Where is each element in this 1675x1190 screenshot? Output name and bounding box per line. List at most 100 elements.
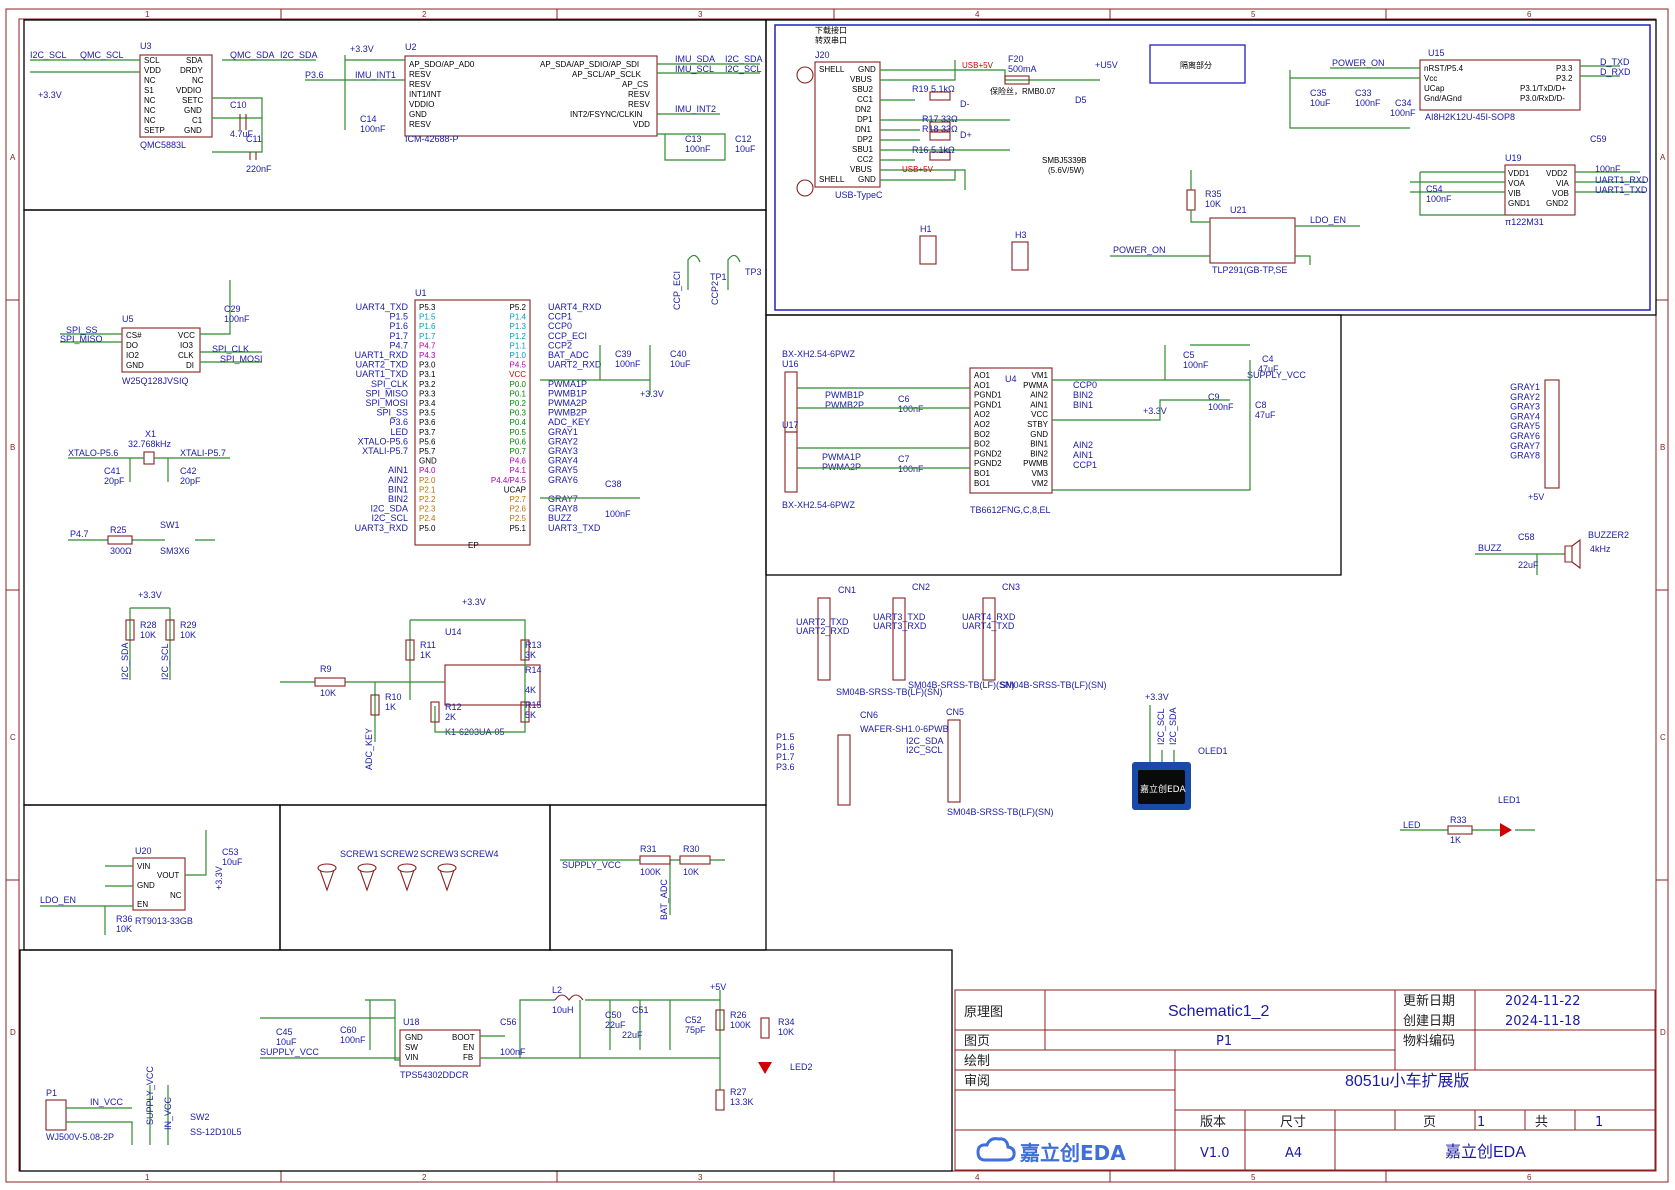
- u1-net-left: BIN1: [388, 484, 408, 494]
- u5v-label: +U5V: [1095, 60, 1118, 70]
- r18-label: R18 33Ω: [922, 124, 958, 134]
- x1-net-a: XTALO-P5.6: [68, 448, 118, 458]
- cn1-ref: CN1: [838, 585, 856, 595]
- u1-net-left: I2C_SCL: [371, 513, 408, 523]
- c12-val: 10uF: [735, 144, 756, 154]
- u18-supply-5v: +5V: [710, 982, 726, 992]
- grid-row-d-left: D: [10, 1028, 16, 1037]
- c11-ref: C11: [246, 134, 262, 144]
- r29-val: 10K: [180, 630, 196, 640]
- grid-col-4-top: 4: [975, 10, 980, 19]
- cn6-net-1: P1.5: [776, 732, 795, 742]
- u15-pin-l3: UCap: [1424, 84, 1445, 93]
- r17-label: R17 33Ω: [922, 114, 958, 124]
- u1-pin-right: UCAP: [504, 485, 526, 494]
- f20-val: 500mA: [1008, 64, 1037, 74]
- led1-ref: LED1: [1498, 795, 1521, 805]
- r30-ref: R30: [683, 844, 700, 854]
- c41-val: 20pF: [104, 476, 125, 486]
- sw2-part: SS-12D10L5: [190, 1127, 242, 1137]
- u1-net-left: UART4_TXD: [356, 302, 409, 312]
- u1-pin-right: P0.0: [510, 380, 527, 389]
- u1-pin-left: P2.4: [419, 514, 436, 523]
- cn6-net-2: P1.6: [776, 742, 795, 752]
- u15-pin-r3: P3.1/TxD/D+: [1520, 84, 1566, 93]
- u2-pin-r6: INT2/FSYNC/CLKIN: [570, 110, 643, 119]
- u1-pin-left: GND: [419, 457, 437, 466]
- u1-net-right: CCP0: [548, 321, 572, 331]
- u2-net-imu-int2: IMU_INT2: [675, 104, 716, 114]
- u3-part: QMC5883L: [140, 140, 186, 150]
- c52-ref: C52: [685, 1015, 702, 1025]
- grid-row-a-right: A: [1660, 153, 1666, 162]
- u1-pin-left: P5.3: [419, 303, 436, 312]
- u3-qmc5883l: U3 QMC5883L SCL VDD NC S1 NC NC NC SETP …: [30, 41, 318, 174]
- d5-ref: D5: [1075, 95, 1087, 105]
- c10-val: 4.7uF: [230, 129, 254, 139]
- tb-label-review: 审阅: [964, 1074, 990, 1089]
- u19-pin-l4: GND1: [1508, 199, 1531, 208]
- grid-col-6-bottom: 6: [1527, 1173, 1532, 1182]
- u15-pin-r1: P3.3: [1556, 64, 1573, 73]
- screw-icon: [397, 863, 417, 892]
- tb-company: 嘉立创EDA: [1445, 1143, 1526, 1161]
- u4-pin-right: PWMA: [1023, 381, 1049, 390]
- u4-pin-right: AIN2: [1030, 391, 1048, 400]
- h3-ref: H3: [1015, 230, 1027, 240]
- gray-net-label: GRAY8: [1510, 451, 1540, 461]
- cn5-net-1: I2C_SDA: [906, 736, 944, 746]
- r27-val: 13.3K: [730, 1097, 754, 1107]
- tb-version: V1.0: [1200, 1146, 1230, 1161]
- p1-ref: P1: [46, 1088, 57, 1098]
- c4-ref: C4: [1262, 354, 1274, 364]
- usb-typec-j20: 下载接口 转双串口 J20 SHELL VBUS SBU2 CC1 DN2 DP…: [796, 25, 1246, 271]
- u1-pin-left: P3.3: [419, 389, 436, 398]
- r25-val: 300Ω: [110, 546, 132, 556]
- battery-sense: SUPPLY_VCC R31 100K R30 10K BAT_ADC: [560, 844, 725, 920]
- u1-pin-left: P5.7: [419, 447, 436, 456]
- tb-label-total: 共: [1535, 1115, 1548, 1130]
- u1-pin-left: P3.0: [419, 361, 436, 370]
- tb-brand: 嘉立创EDA: [1019, 1141, 1126, 1165]
- usb-isolation-box: [774, 24, 1651, 311]
- c35-ref: C35: [1310, 88, 1327, 98]
- j20-pin-7: DN1: [855, 125, 872, 134]
- r26-ref: R26: [730, 1010, 747, 1020]
- j20-pin-4: CC1: [857, 95, 874, 104]
- u1-pin-left: P5.6: [419, 437, 436, 446]
- gray-net-label: GRAY6: [1510, 431, 1540, 441]
- u2-net-imu-scl: IMU_SCL: [675, 64, 714, 74]
- u5-net-miso: SPI_MISO: [60, 334, 103, 344]
- d5-val: (5.6V/5W): [1048, 166, 1084, 175]
- grid-col-1-bottom: 1: [145, 1173, 150, 1182]
- u4-ref: U4: [1005, 374, 1017, 384]
- u3-pin-r4: VDDIO: [176, 86, 201, 95]
- oled-logo: 嘉立创EDA: [1140, 783, 1186, 795]
- u1-net-right: CCP1: [548, 312, 572, 322]
- tb-label-updated: 更新日期: [1403, 993, 1455, 1009]
- oled-net-sda: I2C_SDA: [1168, 707, 1178, 745]
- u3-pin-l1: SCL: [144, 56, 160, 65]
- screws: SCREW1 SCREW2 SCREW3 SCREW4: [317, 849, 499, 892]
- u1-net-right: GRAY2: [548, 436, 578, 446]
- u1-pin-left: P3.5: [419, 409, 436, 418]
- u5-ref: U5: [122, 314, 134, 324]
- c4-val: 47uF: [1258, 364, 1279, 374]
- u1-net-left: P1.6: [389, 321, 408, 331]
- u1-net-left: XTALO-P5.6: [358, 436, 408, 446]
- c53-val: 10uF: [222, 857, 243, 867]
- u21-optocoupler: U21 TLP291(GB-TP,SE R35 10K LDO_EN POWER…: [1110, 170, 1360, 275]
- u2-pin-r2: AP_SCL/AP_SCLK: [572, 70, 642, 79]
- u1-net-left: BIN2: [388, 494, 408, 504]
- u5-pin-l1: CS#: [126, 331, 142, 340]
- r13-val: 3K: [525, 650, 536, 660]
- u1-net-right: CCP2: [548, 340, 572, 350]
- screw-1-ref: SCREW1: [340, 849, 379, 859]
- u1-net-right: UART3_TXD: [548, 523, 601, 533]
- u20-pin-l2: GND: [137, 881, 155, 890]
- c58-val: 22uF: [1518, 560, 1539, 570]
- usb5v-top: USB+5V: [962, 61, 994, 70]
- u2-pin-r4: RESV: [628, 90, 650, 99]
- u4-pin-left: PGND2: [974, 449, 1002, 458]
